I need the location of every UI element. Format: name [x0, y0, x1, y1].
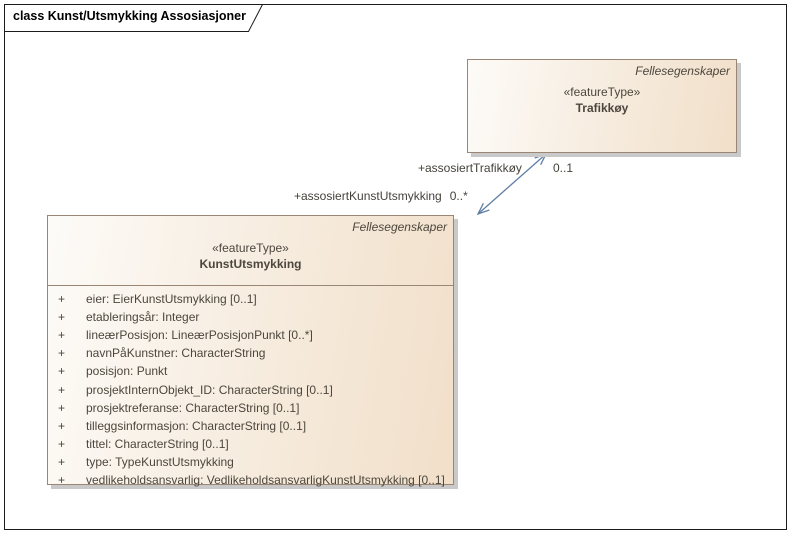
package-name: Fellesegenskaper — [635, 64, 730, 78]
visibility-plus: + — [58, 454, 66, 469]
attribute-text: tittel: CharacterString [0..1] — [86, 436, 229, 451]
visibility-plus: + — [58, 328, 66, 343]
attribute-row[interactable]: + posisjon: Punkt — [48, 362, 453, 380]
association-role-trafikkoy[interactable]: +assosiertTrafikkøy — [418, 161, 522, 175]
attribute-text: prosjektInternObjekt_ID: CharacterString… — [86, 382, 333, 397]
attribute-row[interactable]: + etableringsår: Integer — [48, 308, 453, 326]
attribute-text: prosjektreferanse: CharacterString [0..1… — [86, 400, 300, 415]
attribute-row[interactable]: + lineærPosisjon: LineærPosisjonPunkt [0… — [48, 326, 453, 344]
class-name: Trafikkøy — [575, 101, 629, 115]
association-multiplicity-trafikkoy[interactable]: 0..1 — [553, 161, 574, 175]
stereotype-label: «featureType» — [212, 241, 289, 255]
visibility-plus: + — [58, 364, 66, 379]
visibility-plus: + — [58, 346, 66, 361]
visibility-plus: + — [58, 436, 66, 451]
association-multiplicity-kunstutsmykking[interactable]: 0..* — [449, 189, 468, 203]
visibility-plus: + — [58, 382, 66, 397]
attribute-row[interactable]: + type: TypeKunstUtsmykking — [48, 453, 453, 471]
attribute-row[interactable]: + tittel: CharacterString [0..1] — [48, 435, 453, 453]
attribute-row[interactable]: + navnPåKunstner: CharacterString — [48, 344, 453, 362]
visibility-plus: + — [58, 418, 66, 433]
attribute-text: lineærPosisjon: LineærPosisjonPunkt [0..… — [86, 328, 313, 343]
association-role-kunstutsmykking[interactable]: +assosiertKunstUtsmykking — [294, 189, 442, 203]
attribute-text: eier: EierKunstUtsmykking [0..1] — [86, 292, 257, 307]
visibility-plus: + — [58, 472, 66, 487]
stereotype-label: «featureType» — [563, 85, 641, 99]
diagram-title: class Kunst/Utsmykking Assosiasjoner — [13, 9, 246, 23]
class-box-trafikkoy[interactable]: Fellesegenskaper «featureType» Trafikkøy — [467, 59, 737, 153]
diagram-frame: class Kunst/Utsmykking Assosiasjoner — [4, 4, 787, 530]
attribute-text: etableringsår: Integer — [86, 310, 200, 325]
visibility-plus: + — [58, 400, 66, 415]
attribute-row[interactable]: + vedlikeholdsansvarlig: Vedlikeholdsans… — [48, 471, 453, 489]
class-name: KunstUtsmykking — [199, 257, 302, 271]
frame-tab-shape — [4, 4, 264, 32]
attribute-row[interactable]: + prosjektreferanse: CharacterString [0.… — [48, 399, 453, 417]
attribute-row[interactable]: + eier: EierKunstUtsmykking [0..1] — [48, 290, 453, 308]
association-end-kunstutsmykking[interactable]: +assosiertKunstUtsmykking 0..* — [294, 189, 468, 203]
package-name: Fellesegenskaper — [352, 220, 447, 234]
attribute-row[interactable]: + tilleggsinformasjon: CharacterString [… — [48, 417, 453, 435]
class-box-kunstutsmykking[interactable]: Fellesegenskaper «featureType» KunstUtsm… — [47, 215, 454, 487]
visibility-plus: + — [58, 292, 66, 307]
attribute-text: tilleggsinformasjon: CharacterString [0.… — [86, 418, 307, 433]
visibility-plus: + — [58, 310, 66, 325]
attribute-text: navnPåKunstner: CharacterString — [86, 346, 266, 361]
attributes-compartment: + eier: EierKunstUtsmykking [0..1] + eta… — [48, 285, 453, 487]
attribute-text: posisjon: Punkt — [86, 364, 168, 379]
attribute-row[interactable]: + prosjektInternObjekt_ID: CharacterStri… — [48, 380, 453, 398]
attribute-text: type: TypeKunstUtsmykking — [86, 454, 234, 469]
attribute-text: vedlikeholdsansvarlig: Vedlikeholdsansva… — [86, 472, 445, 487]
frame-title-tab: class Kunst/Utsmykking Assosiasjoner — [4, 4, 264, 32]
